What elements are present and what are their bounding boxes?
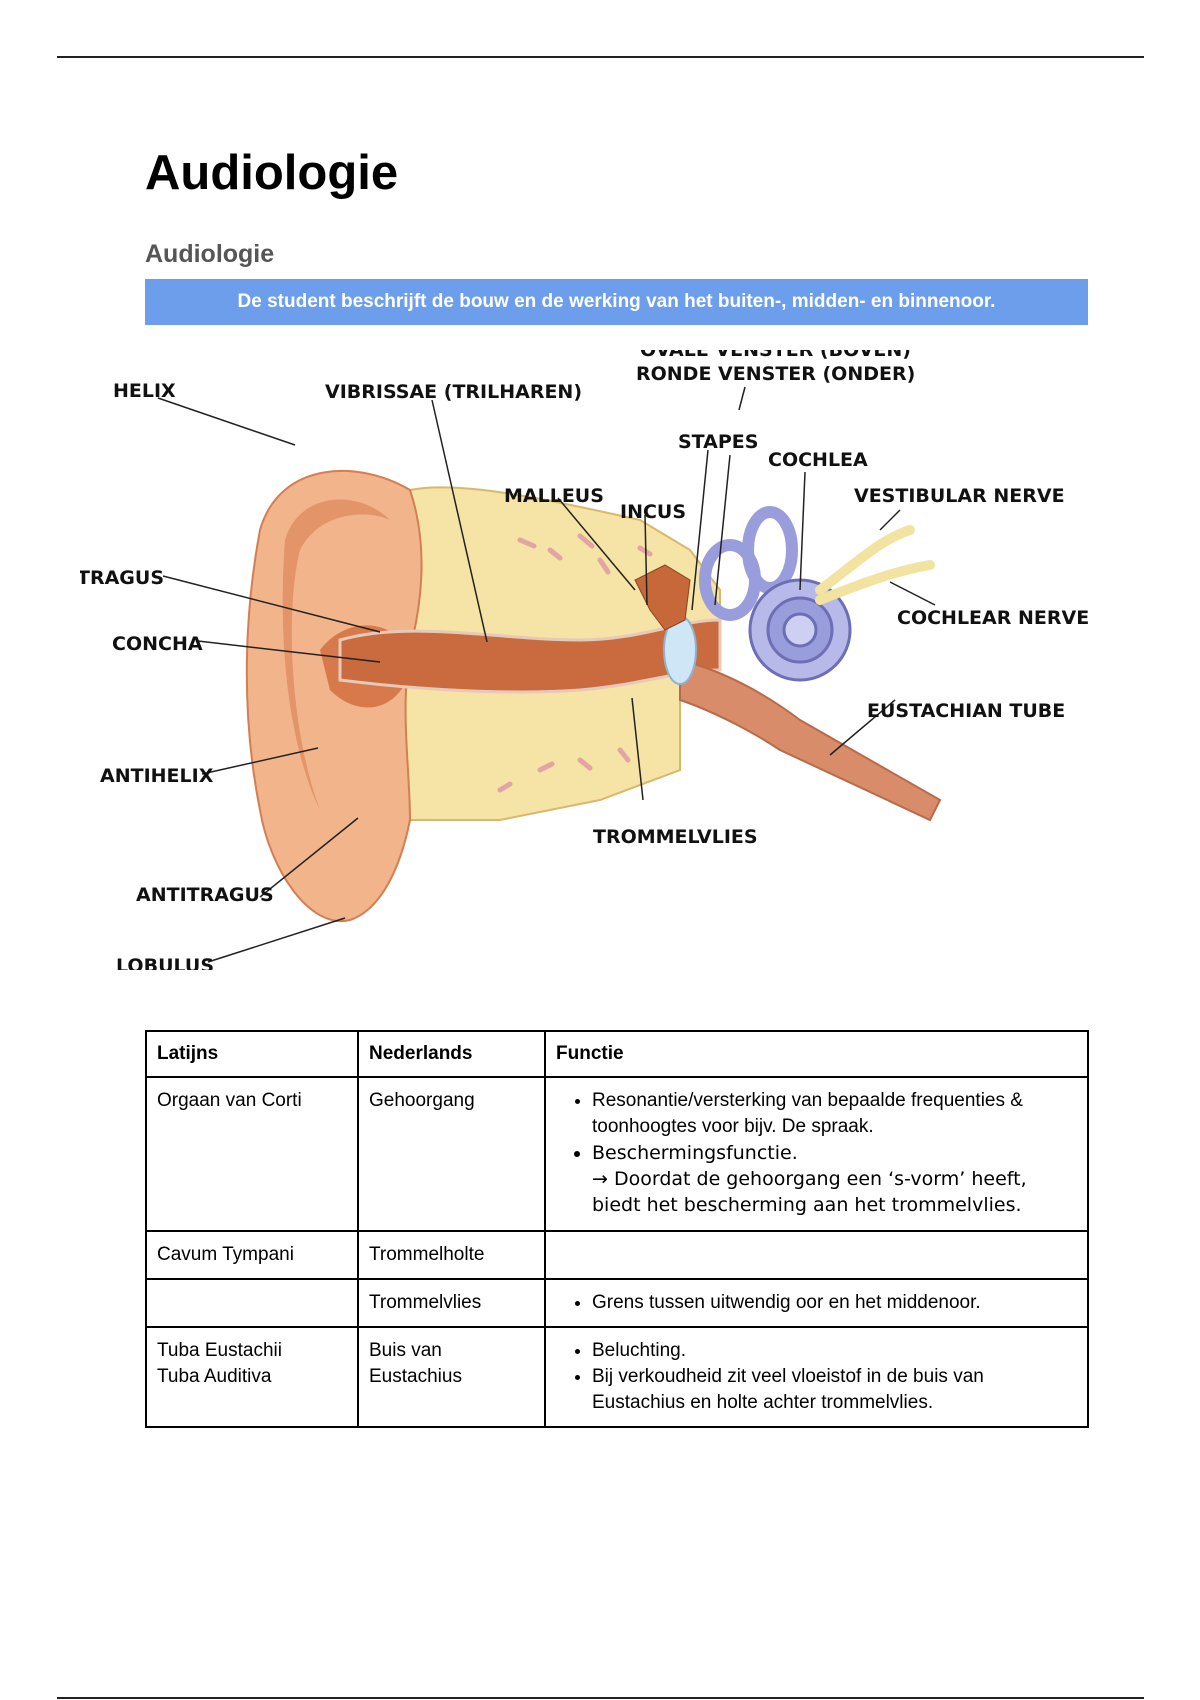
helix-fold	[282, 499, 390, 810]
cell-nederlands: Trommelholte	[357, 1230, 546, 1280]
functie-list: Resonantie/versterking van bepaalde freq…	[556, 1088, 1077, 1218]
label-lobulus: LOBULUS	[116, 955, 214, 970]
bottom-rule	[57, 1697, 1144, 1699]
functie-list: Beluchting. Bij verkoudheid zit veel vlo…	[556, 1338, 1077, 1416]
table-header-row: Latijns Nederlands Functie	[145, 1030, 1089, 1078]
functie-list: Grens tussen uitwendig oor en het midden…	[556, 1290, 1077, 1316]
cell-functie: Grens tussen uitwendig oor en het midden…	[544, 1278, 1089, 1328]
label-stapes: STAPES	[678, 431, 758, 453]
cell-latijns	[145, 1278, 359, 1328]
ear-anatomy-diagram: HELIX VIBRISSAE (TRILHAREN) OVALE VENSTE…	[80, 350, 1089, 970]
label-malleus: MALLEUS	[504, 485, 604, 507]
label-vestibular-nerve: VESTIBULAR NERVE	[854, 485, 1065, 507]
top-rule	[57, 56, 1144, 58]
ear-canal	[338, 618, 722, 694]
cell-latijns: Orgaan van Corti	[145, 1076, 359, 1232]
list-item: Grens tussen uitwendig oor en het midden…	[592, 1290, 1077, 1316]
section-subtitle: Audiologie	[145, 240, 275, 268]
list-item: Resonantie/versterking van bepaalde freq…	[592, 1088, 1077, 1140]
bone-texture	[497, 533, 653, 793]
label-cochlea: COCHLEA	[768, 449, 868, 471]
table-row: Trommelvlies Grens tussen uitwendig oor …	[145, 1278, 1089, 1328]
header-latijns: Latijns	[145, 1030, 359, 1078]
ossicles	[634, 564, 691, 631]
label-tragus: TRAGUS	[80, 567, 164, 589]
label-antitragus: ANTITRAGUS	[136, 884, 274, 906]
label-helix: HELIX	[113, 380, 176, 402]
label-ronde-venster: RONDE VENSTER (ONDER)	[636, 363, 915, 385]
label-vibrissae: VIBRISSAE (TRILHAREN)	[325, 381, 582, 403]
cell-nederlands: Gehoorgang	[357, 1076, 546, 1232]
label-concha: CONCHA	[112, 633, 203, 655]
cell-functie	[544, 1230, 1089, 1280]
label-antihelix: ANTIHELIX	[100, 765, 214, 787]
header-nederlands: Nederlands	[357, 1030, 546, 1078]
learning-objective-banner: De student beschrijft de bouw en de werk…	[145, 279, 1088, 325]
table-row: Orgaan van Corti Gehoorgang Resonantie/v…	[145, 1076, 1089, 1232]
inner-ear	[699, 506, 852, 682]
header-functie: Functie	[544, 1030, 1089, 1078]
page-title: Audiologie	[145, 146, 399, 200]
eustachian-tube	[679, 658, 942, 822]
table-row: Cavum Tympani Trommelholte	[145, 1230, 1089, 1280]
leader-lines	[157, 386, 936, 963]
ear-parts-table: Latijns Nederlands Functie Orgaan van Co…	[145, 1030, 1089, 1428]
label-eustachian-tube: EUSTACHIAN TUBE	[867, 700, 1065, 722]
cell-nederlands: Trommelvlies	[357, 1278, 546, 1328]
label-ovale-venster: OVALE VENSTER (BOVEN)	[640, 350, 911, 361]
cell-functie: Resonantie/versterking van bepaalde freq…	[544, 1076, 1089, 1232]
cell-functie: Beluchting. Bij verkoudheid zit veel vlo…	[544, 1326, 1089, 1428]
cell-latijns: Cavum Tympani	[145, 1230, 359, 1280]
label-incus: INCUS	[620, 501, 686, 523]
label-cochlear-nerve: COCHLEAR NERVE	[897, 607, 1089, 629]
nerves	[815, 525, 935, 605]
list-item: Beluchting.	[592, 1338, 1077, 1364]
list-item: Beschermingsfunctie.→ Doordat de gehoorg…	[592, 1140, 1077, 1218]
list-item: Bij verkoudheid zit veel vloeistof in de…	[592, 1364, 1077, 1416]
label-trommelvlies: TROMMELVLIES	[593, 826, 758, 848]
